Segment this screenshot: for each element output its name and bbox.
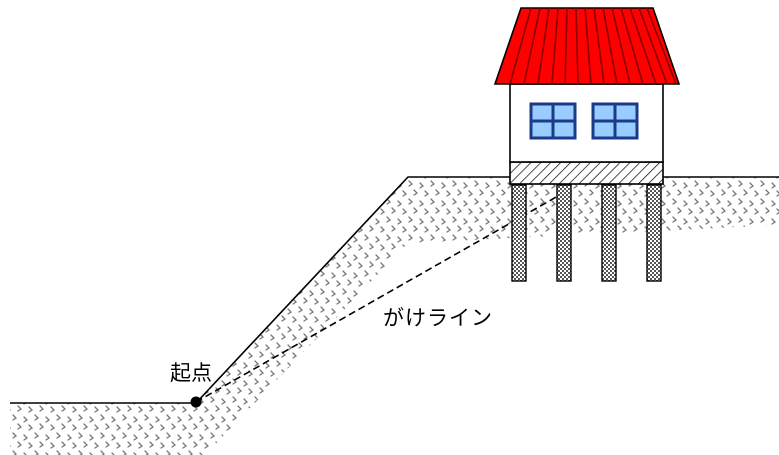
cliff-line-label: がけライン <box>383 306 493 330</box>
start-point-label: 起点 <box>170 361 212 385</box>
cliff-line <box>195 195 559 403</box>
upper-ground-soil <box>408 177 779 243</box>
lower-ground-soil <box>10 403 205 455</box>
pile-foundation <box>511 184 662 282</box>
pile <box>646 184 662 282</box>
roof <box>493 7 681 85</box>
slope-soil-band <box>196 177 408 455</box>
pile <box>601 184 617 282</box>
pile <box>511 184 527 282</box>
ground-soil <box>10 177 779 455</box>
start-point-marker <box>190 396 202 408</box>
pile <box>556 184 572 282</box>
window <box>591 102 639 140</box>
window <box>529 102 577 140</box>
house-icon <box>493 7 681 282</box>
